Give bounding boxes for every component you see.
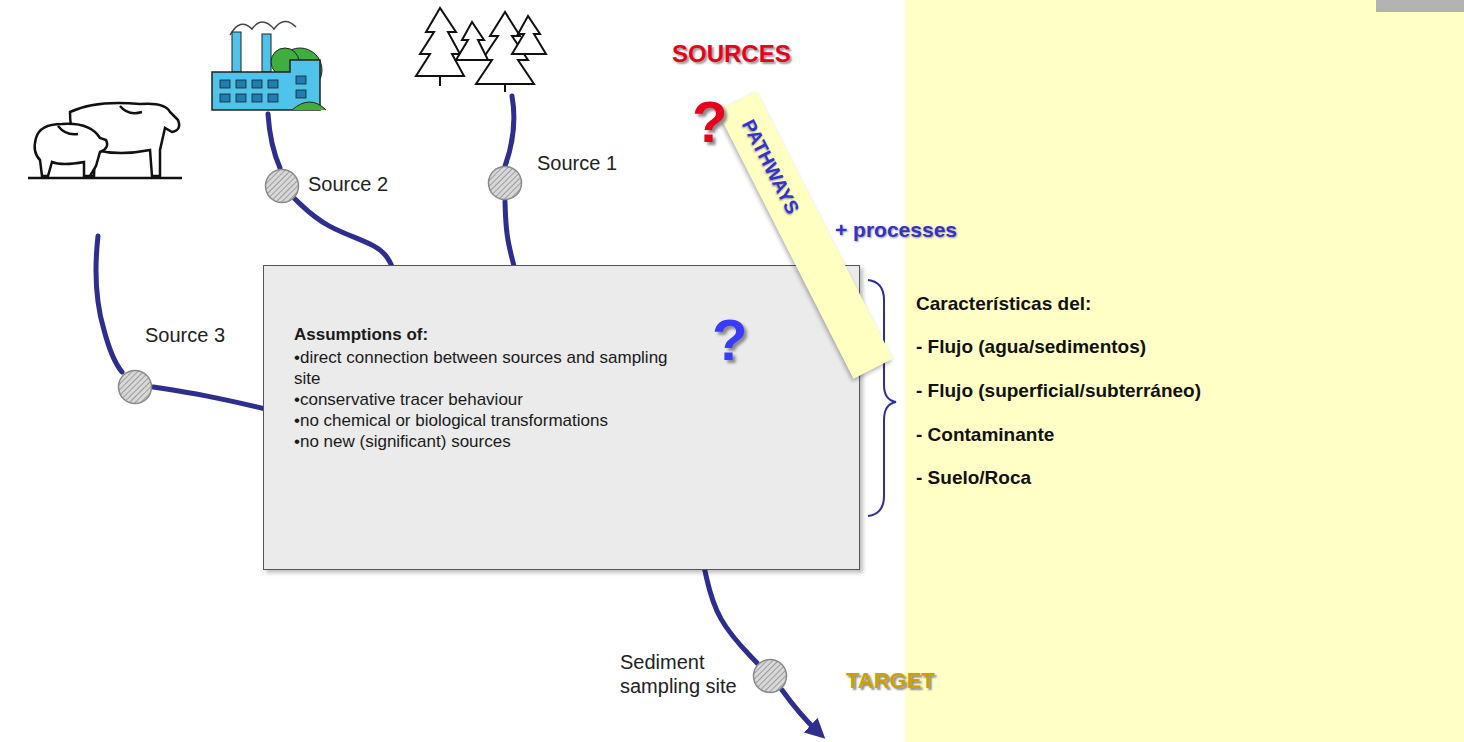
curly-brace	[868, 280, 896, 516]
question-mark: ?	[692, 88, 727, 155]
stream-connector	[153, 387, 263, 408]
site-circle	[264, 168, 300, 204]
bullet-item: •direct connection between sources and s…	[294, 347, 694, 389]
sampling-site: Sediment sampling site	[752, 658, 788, 694]
question-mark: ?	[712, 306, 747, 373]
site-label: Source 1	[537, 151, 617, 175]
site-circle	[752, 658, 788, 694]
corner-bar	[1376, 0, 1464, 12]
list-heading: Características del:	[916, 293, 1091, 315]
livestock-icon	[28, 103, 182, 178]
bullet-item: •no chemical or biological transformatio…	[294, 410, 694, 431]
processes-note: + processes	[835, 218, 957, 242]
site-label: Source 3	[145, 323, 225, 347]
site-circle	[487, 165, 523, 201]
stream-connector	[295, 199, 392, 265]
site-circle	[489, 167, 522, 200]
bullet-item: •no new (significant) sources	[294, 431, 694, 452]
list-item: - Contaminante	[916, 424, 1054, 446]
source-site: Source 2	[264, 168, 300, 204]
assumptions-box: Assumptions of:•direct connection betwee…	[263, 265, 860, 570]
list-item: - Suelo/Roca	[916, 467, 1031, 489]
yellow-panel	[905, 0, 1464, 742]
forest-icon	[416, 8, 546, 92]
site-label: Source 2	[308, 172, 388, 196]
site-circle	[266, 170, 299, 203]
site-circle	[117, 369, 153, 405]
box-heading: Assumptions of:	[294, 324, 694, 345]
site-label: Sediment sampling site	[620, 650, 740, 698]
stream-connector	[505, 201, 514, 265]
stream-connector	[705, 570, 757, 663]
factory-icon	[212, 21, 326, 110]
site-circle	[119, 371, 152, 404]
band-label: PATHWAYS	[737, 116, 803, 218]
source-site: Source 3	[117, 369, 153, 405]
list-item: - Flujo (superficial/subterráneo)	[916, 380, 1201, 402]
target-label: TARGET	[846, 668, 935, 694]
sources-heading: SOURCES	[672, 40, 791, 68]
source-site: Source 1	[487, 165, 523, 201]
site-circle	[754, 660, 787, 693]
list-item: - Flujo (agua/sedimentos)	[916, 336, 1146, 358]
bullet-item: •conservative tracer behaviour	[294, 389, 694, 410]
